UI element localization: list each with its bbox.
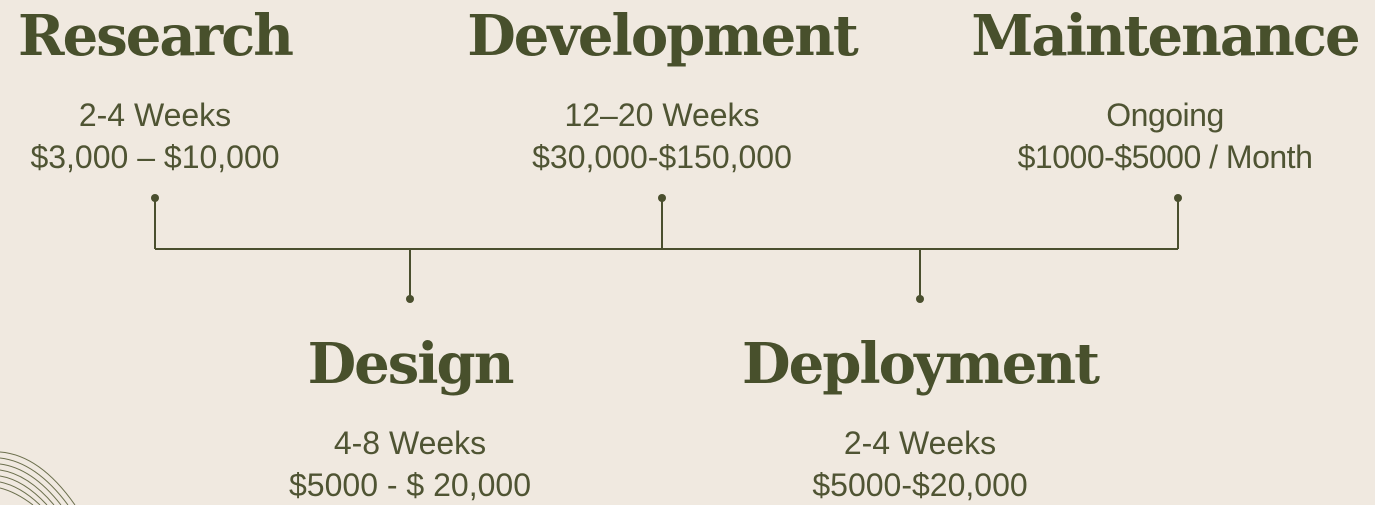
phase-details: 12–20 Weeks $30,000-$150,000: [440, 94, 884, 178]
phase-duration: 2-4 Weeks: [78, 97, 232, 133]
phase-title: Maintenance: [971, 3, 1360, 69]
development-dot: [658, 194, 666, 202]
phase-cost: $5000 - $ 20,000: [289, 467, 531, 503]
research-dot: [151, 194, 159, 202]
phase-details: 2-4 Weeks $3,000 – $10,000: [0, 94, 310, 178]
phase-title: Development: [467, 3, 859, 69]
design-dot: [406, 295, 414, 303]
phase-title: Research: [18, 3, 294, 69]
phase-cost: $3,000 – $10,000: [30, 139, 280, 175]
phase-duration: 4-8 Weeks: [333, 425, 487, 461]
phase-cost: $1000-$5000 / Month: [1017, 139, 1313, 175]
phase-design: Design 4-8 Weeks $5000 - $ 20,000: [250, 332, 570, 505]
deployment-dot: [916, 295, 924, 303]
phase-deployment: Deployment 2-4 Weeks $5000-$20,000: [710, 332, 1130, 505]
phase-details: Ongoing $1000-$5000 / Month: [955, 94, 1375, 178]
phase-title: Design: [307, 331, 515, 397]
phase-duration: 2-4 Weeks: [843, 425, 997, 461]
phase-details: 2-4 Weeks $5000-$20,000: [710, 422, 1130, 505]
phase-details: 4-8 Weeks $5000 - $ 20,000: [250, 422, 570, 505]
phase-title: Deployment: [742, 331, 1100, 397]
phase-duration: Ongoing: [1106, 97, 1224, 133]
phase-research: Research 2-4 Weeks $3,000 – $10,000: [0, 4, 310, 178]
phase-duration: 12–20 Weeks: [564, 97, 760, 133]
phase-cost: $5000-$20,000: [812, 467, 1028, 503]
phase-cost: $30,000-$150,000: [532, 139, 792, 175]
maintenance-dot: [1174, 194, 1182, 202]
phase-maintenance: Maintenance Ongoing $1000-$5000 / Month: [955, 4, 1375, 178]
phase-development: Development 12–20 Weeks $30,000-$150,000: [440, 4, 884, 178]
decorative-swirl: [0, 451, 76, 505]
